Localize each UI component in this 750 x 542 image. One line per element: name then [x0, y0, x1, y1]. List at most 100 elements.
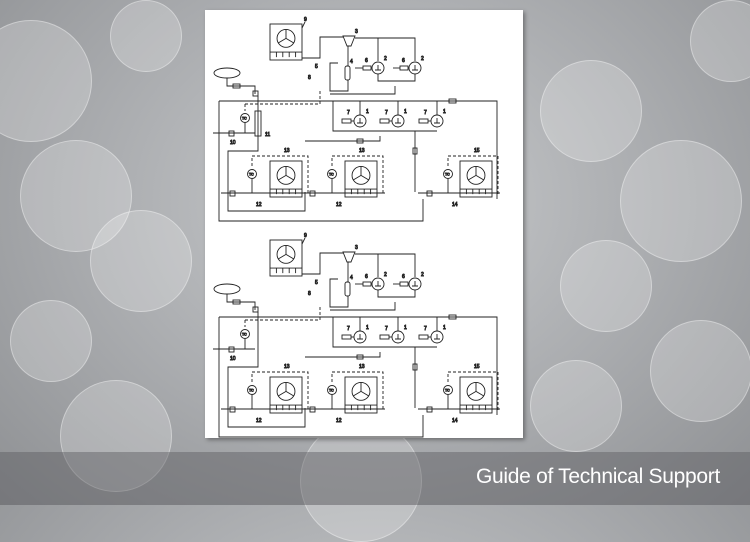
pump-symbol [434, 334, 440, 340]
temperature-controller-icon [240, 113, 250, 123]
pump-label: 1 [404, 109, 407, 115]
filter-icon [232, 299, 241, 305]
pipe-line [330, 302, 396, 311]
valve-icon [426, 190, 433, 197]
pipe-line [219, 316, 498, 415]
pump-symbol [395, 334, 401, 340]
pipe-line [226, 294, 256, 310]
valve-icon [309, 406, 316, 413]
fan-icon [351, 381, 371, 401]
exchanger-valve-label: 14 [452, 418, 458, 424]
valve-label: 5 [315, 280, 318, 286]
flow-meter-label: 7 [385, 110, 388, 116]
flow-meter-label: 7 [347, 326, 350, 332]
pump-label: 2 [384, 56, 387, 62]
pipe-line [332, 317, 437, 348]
valve-icon [228, 346, 235, 353]
fan-unit: 9 [269, 233, 307, 277]
fan-icon [276, 381, 296, 401]
fan-blades [353, 166, 369, 181]
fan-icon [276, 165, 296, 185]
pump-label: 1 [366, 325, 369, 331]
valve-icon [252, 306, 259, 313]
valve-icon [228, 130, 235, 137]
fan-blades [278, 166, 294, 181]
filter-icon [362, 65, 372, 71]
pipe-line [332, 101, 437, 132]
filter-icon [399, 281, 409, 287]
fan-unit: 9 [269, 17, 307, 61]
tc-label: TC [329, 389, 334, 393]
signal-line [251, 371, 309, 410]
signal-line [331, 155, 384, 194]
filter-icon [362, 281, 372, 287]
pipe-label: 8 [308, 75, 311, 81]
filter-icon [232, 83, 241, 89]
pump-label: 2 [421, 56, 424, 62]
fan-blades [353, 382, 369, 397]
filter-icon [356, 354, 364, 360]
tc-label: TC [445, 389, 450, 393]
pipe-line [305, 352, 381, 358]
tc-label: TC [242, 333, 247, 337]
vessel-icon [344, 281, 351, 297]
flow-meter-icon [379, 118, 390, 124]
fan-unit-box [459, 376, 493, 414]
temperature-controller-icon [247, 385, 257, 395]
pipe-line [377, 74, 416, 82]
hopper-label: 3 [355, 29, 358, 35]
hopper-icon [342, 35, 356, 47]
exchanger-label: 13 [359, 148, 365, 154]
fan-blades [468, 382, 484, 397]
fan-unit-box [269, 160, 303, 198]
pump-label: 1 [404, 325, 407, 331]
heat-exchanger [459, 160, 493, 198]
fan-unit-box [344, 160, 378, 198]
pump-symbol [375, 65, 381, 71]
temperature-controller-icon [443, 385, 453, 395]
pump-label: 1 [366, 109, 369, 115]
exchanger-valve-label: 12 [256, 418, 262, 424]
vessel-icon [344, 65, 351, 81]
filter-label: 6 [402, 58, 405, 64]
exchanger-label: 13 [284, 364, 290, 370]
exchanger-valve-label: 12 [336, 418, 342, 424]
exchanger-valve-label: 14 [452, 202, 458, 208]
hopper-label: 3 [355, 245, 358, 251]
fan-icon [466, 165, 486, 185]
tc-label: TC [249, 389, 254, 393]
pipe-line [245, 307, 321, 321]
filter-icon [448, 98, 457, 104]
flow-meter-icon [418, 118, 429, 124]
valve-icon [229, 406, 236, 413]
pump-symbol [434, 118, 440, 124]
pipe-line [218, 317, 424, 438]
fan-icon [276, 28, 296, 48]
filter-icon [412, 147, 418, 155]
flow-meter-icon [418, 334, 429, 340]
tc-label: TC [242, 117, 247, 121]
pipe-line [377, 290, 416, 298]
fan-blades [468, 166, 484, 181]
exchanger-label: 13 [359, 364, 365, 370]
pump-symbol [412, 281, 418, 287]
pipe-line [227, 96, 306, 212]
exchanger-label: 13 [284, 148, 290, 154]
heat-exchanger [344, 160, 378, 198]
valve-icon [426, 406, 433, 413]
pipe-line [245, 91, 321, 105]
pump-symbol [357, 334, 363, 340]
pump-label: 2 [384, 272, 387, 278]
temperature-controller-icon [327, 169, 337, 179]
filter-icon [448, 314, 457, 320]
pump-symbol [357, 118, 363, 124]
heat-exchanger [269, 160, 303, 198]
pump-label: 1 [443, 109, 446, 115]
exchanger-label: 15 [474, 148, 480, 154]
filter-label: 6 [365, 58, 368, 64]
fan-icon [351, 165, 371, 185]
